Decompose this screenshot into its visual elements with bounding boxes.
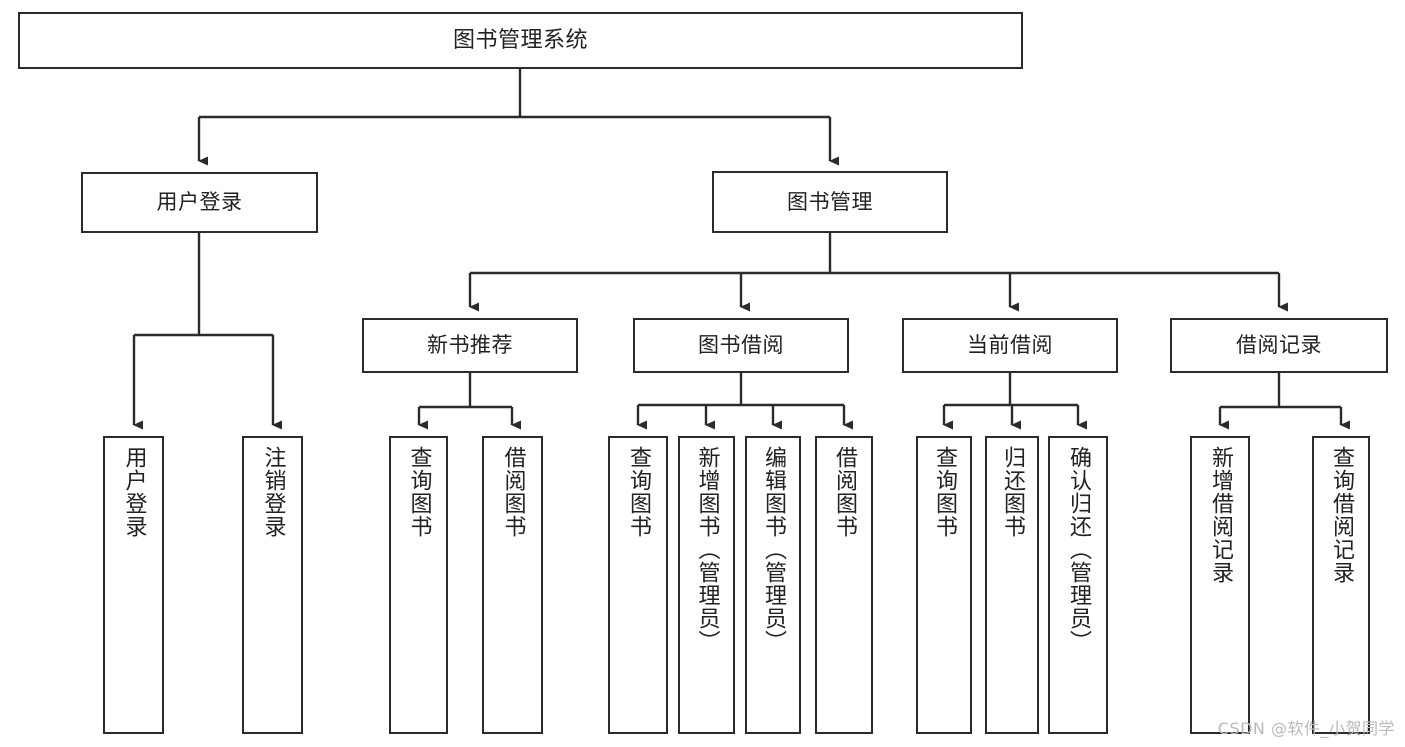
node-leaf-query-book-1[interactable]: 查询图书 — [389, 436, 448, 734]
node-leaf-edit-book[interactable]: 编辑图书（管理员） — [745, 436, 801, 734]
node-label: 查询图书 — [406, 446, 432, 538]
node-label: 新增借阅记录 — [1208, 446, 1233, 584]
node-leaf-query-book-2[interactable]: 查询图书 — [608, 436, 668, 734]
watermark-text: CSDN @软件_小贺同学 — [1217, 719, 1395, 738]
node-label: 查询图书 — [932, 446, 957, 538]
node-label: 用户登录 — [156, 190, 243, 215]
node-label: 注销登录 — [260, 446, 286, 538]
node-leaf-query-record[interactable]: 查询借阅记录 — [1312, 436, 1370, 734]
node-label: 当前借阅 — [967, 333, 1053, 358]
node-label: 借阅记录 — [1236, 333, 1322, 358]
node-label: 用户登录 — [121, 446, 147, 538]
node-label: 图书管理系统 — [452, 27, 588, 53]
node-label: 确认归还（管理员） — [1066, 446, 1091, 653]
node-leaf-borrow-book-1[interactable]: 借阅图书 — [482, 436, 543, 734]
node-leaf-confirm-return[interactable]: 确认归还（管理员） — [1048, 436, 1108, 734]
node-leaf-add-book[interactable]: 新增图书（管理员） — [678, 436, 735, 734]
node-leaf-query-book-3[interactable]: 查询图书 — [916, 436, 972, 734]
node-label: 查询借阅记录 — [1329, 446, 1354, 584]
node-label: 图书借阅 — [698, 333, 784, 358]
node-label: 新增图书（管理员） — [694, 446, 720, 653]
node-label: 借阅图书 — [832, 446, 857, 538]
node-label: 新书推荐 — [427, 333, 513, 358]
node-book-borrow[interactable]: 图书借阅 — [633, 318, 849, 373]
node-book-manage[interactable]: 图书管理 — [712, 171, 948, 233]
node-root[interactable]: 图书管理系统 — [18, 12, 1023, 69]
node-label: 归还图书 — [1000, 446, 1025, 538]
node-leaf-user-login[interactable]: 用户登录 — [103, 436, 164, 734]
node-label: 查询图书 — [626, 446, 651, 538]
node-leaf-user-logout[interactable]: 注销登录 — [242, 436, 303, 734]
node-label: 借阅图书 — [500, 446, 526, 538]
node-leaf-add-record[interactable]: 新增借阅记录 — [1190, 436, 1250, 734]
node-new-book-rec[interactable]: 新书推荐 — [362, 318, 578, 373]
node-leaf-borrow-book-2[interactable]: 借阅图书 — [815, 436, 873, 734]
node-borrow-record[interactable]: 借阅记录 — [1170, 318, 1388, 373]
node-label: 编辑图书（管理员） — [761, 446, 786, 653]
node-leaf-return-book[interactable]: 归还图书 — [985, 436, 1039, 734]
node-label: 图书管理 — [787, 189, 873, 214]
node-user-login[interactable]: 用户登录 — [81, 172, 318, 233]
node-current-borrow[interactable]: 当前借阅 — [902, 318, 1118, 373]
